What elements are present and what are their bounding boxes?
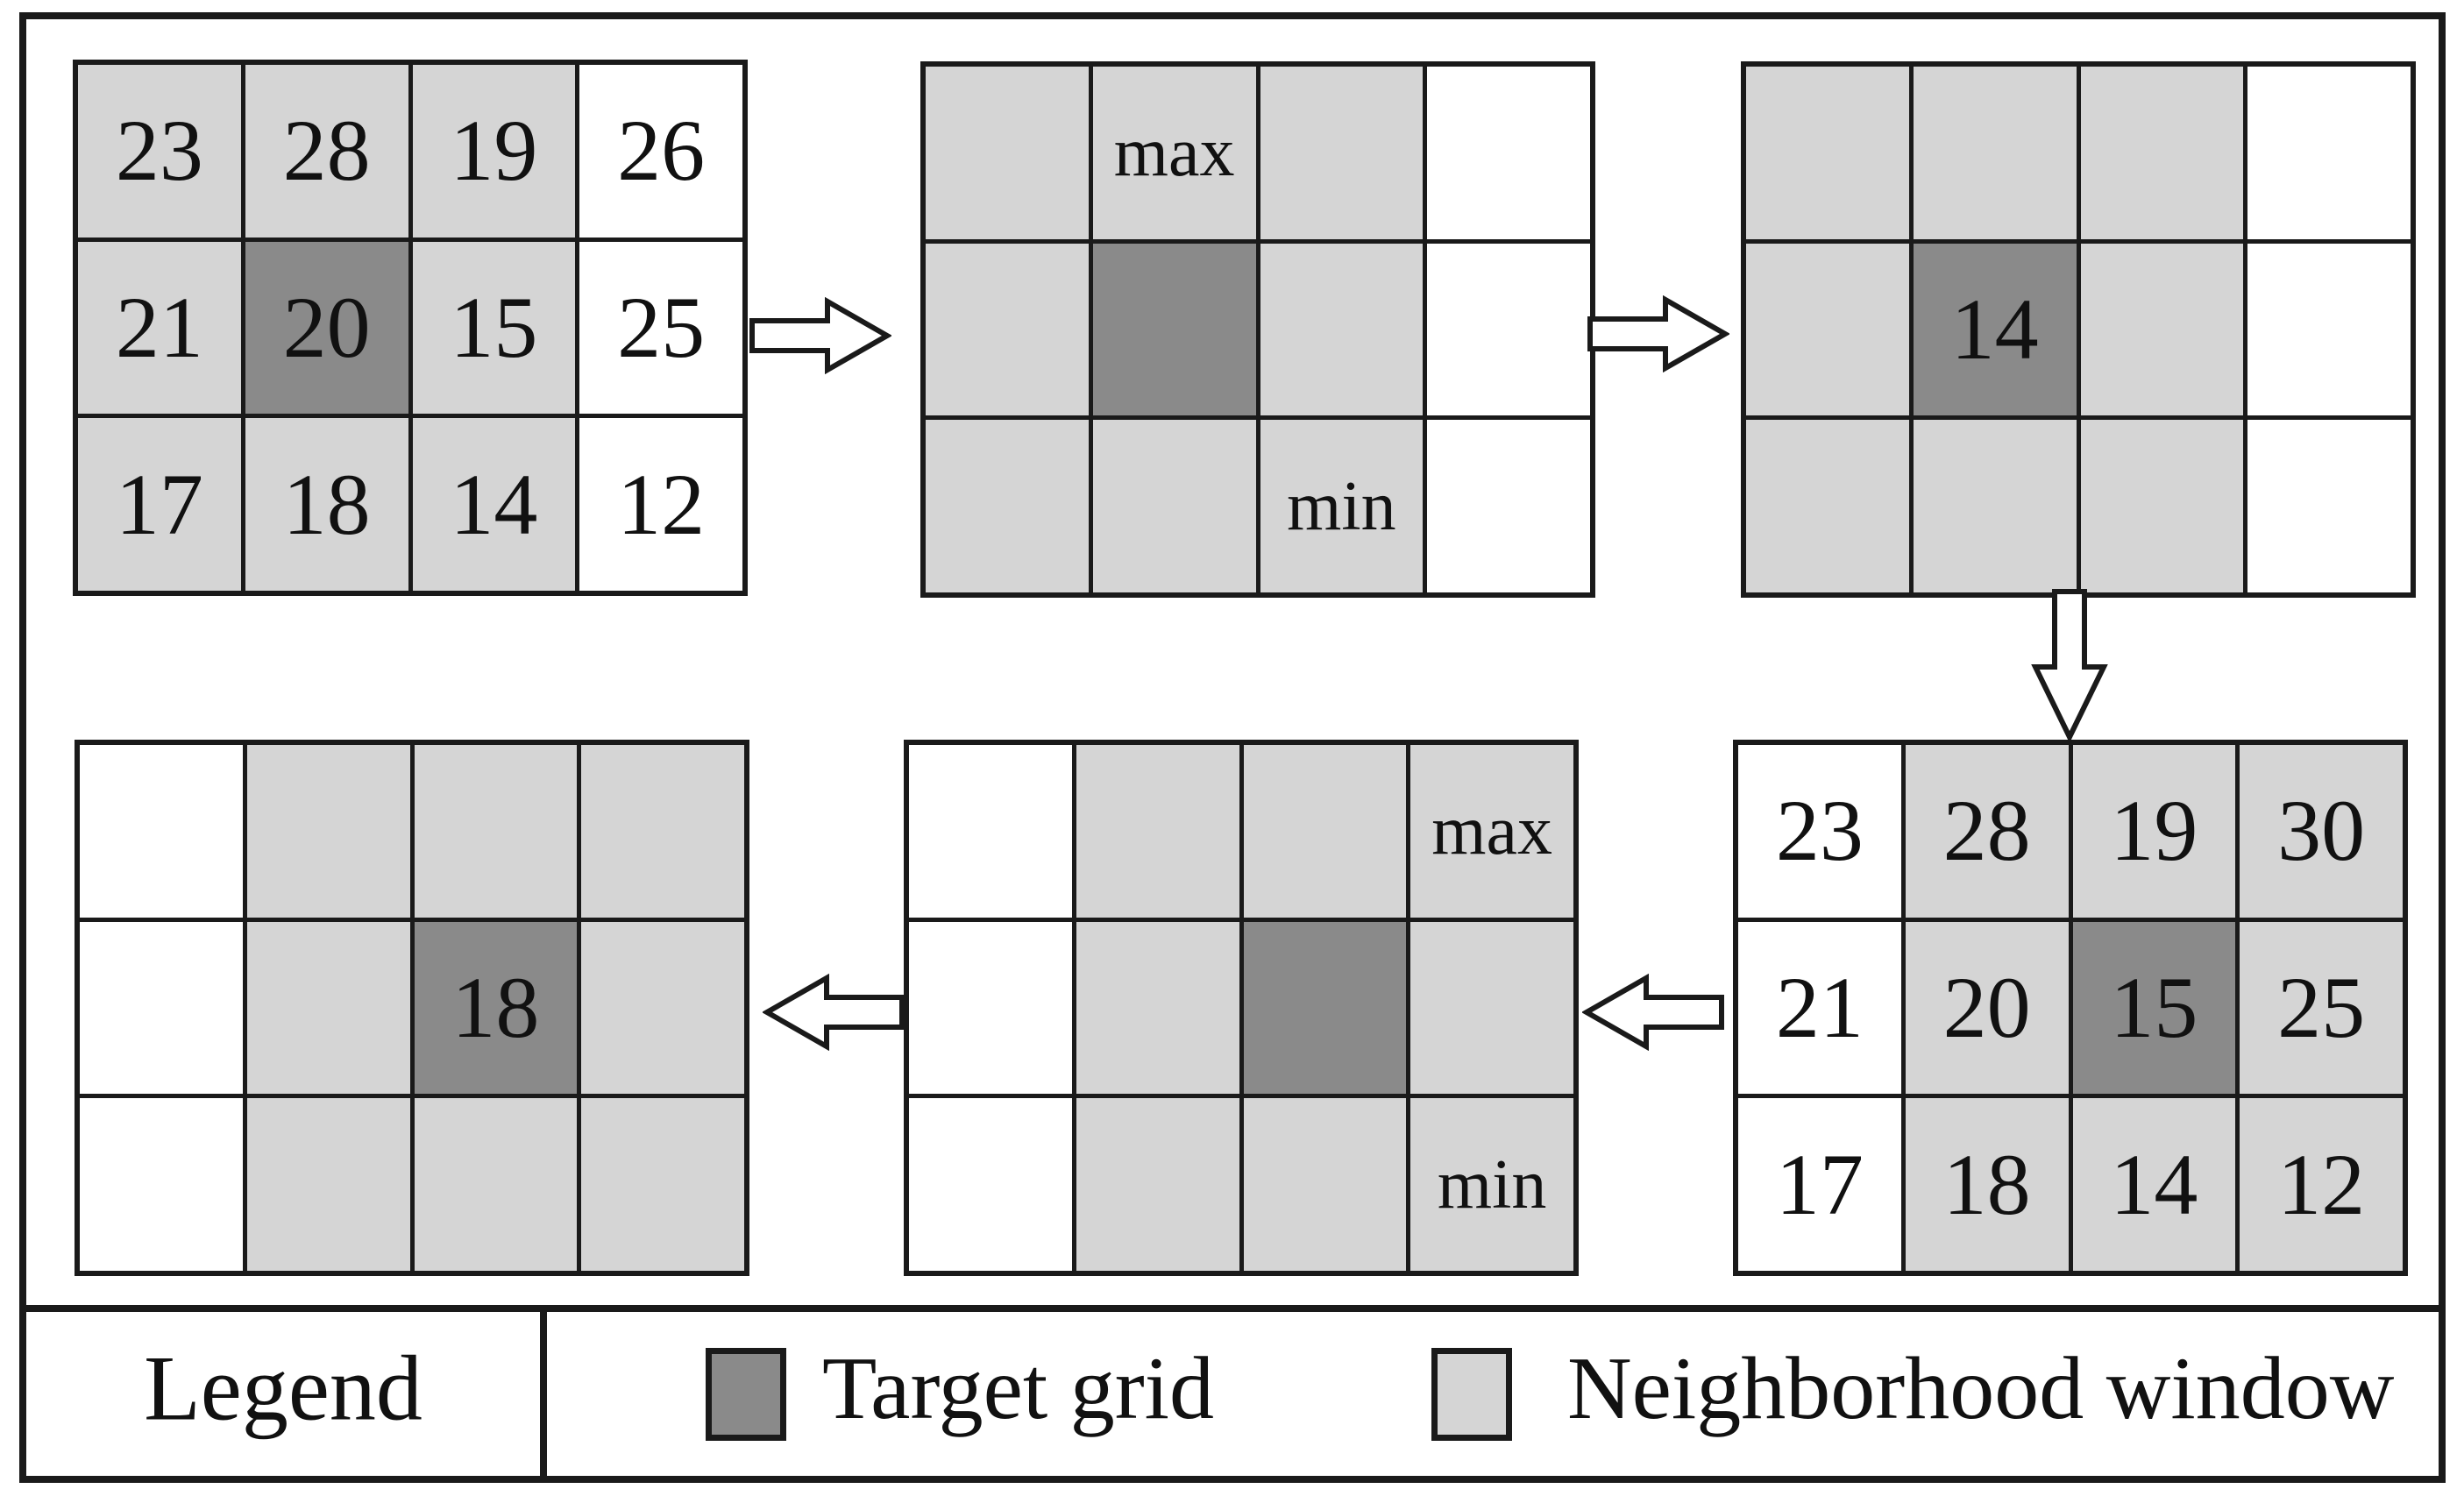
arrow-left-icon xyxy=(1582,974,1724,1051)
grid-cell: 17 xyxy=(1738,1098,1901,1271)
grid-cell xyxy=(909,745,1072,918)
grid-cell: 28 xyxy=(1905,745,2069,918)
arrow-right-icon xyxy=(1587,295,1729,372)
grid-cell: max xyxy=(1410,745,1573,918)
grid-cell xyxy=(926,67,1089,239)
arrow-right-icon xyxy=(749,297,891,374)
grid-cell: 23 xyxy=(1738,745,1901,918)
grid-cell: 21 xyxy=(1738,921,1901,1095)
grid-cell xyxy=(80,745,243,918)
grid-cell xyxy=(414,1098,578,1271)
grid-cell xyxy=(246,921,410,1095)
grid-cell xyxy=(1076,745,1239,918)
grid-cell: min xyxy=(1260,420,1424,592)
grid-cell: 25 xyxy=(2240,921,2403,1095)
neighborhood-window-swatch xyxy=(1431,1347,1512,1441)
grid-cell: 26 xyxy=(579,65,742,238)
arrow-left-icon xyxy=(763,974,905,1051)
grid-cell xyxy=(1092,243,1256,416)
grid-cell xyxy=(1260,243,1424,416)
legend-divider xyxy=(540,1312,547,1476)
grid-cell: 17 xyxy=(78,418,241,591)
grid-cell xyxy=(1260,67,1424,239)
grid-cell xyxy=(80,921,243,1095)
legend-label-neighborhood-window: Neighborhood window xyxy=(1567,1338,2395,1438)
grid-cell xyxy=(1913,67,2077,239)
grid-step-6-result: 18 xyxy=(75,740,749,1276)
grid-cell: 25 xyxy=(579,241,742,415)
grid-cell xyxy=(1746,243,1909,416)
grid-cell xyxy=(1243,745,1407,918)
grid-cell xyxy=(2247,243,2411,416)
grid-cell xyxy=(2080,420,2244,592)
grid-cell xyxy=(2080,243,2244,416)
grid-cell: 15 xyxy=(2072,921,2236,1095)
grid-cell xyxy=(2080,67,2244,239)
grid-cell xyxy=(581,921,744,1095)
grid-cell xyxy=(581,1098,744,1271)
grid-cell xyxy=(1076,1098,1239,1271)
grid-cell xyxy=(1410,921,1573,1095)
grid-cell xyxy=(246,745,410,918)
grid-cell: 28 xyxy=(245,65,408,238)
grid-cell xyxy=(2247,420,2411,592)
grid-step-3-result: 14 xyxy=(1741,61,2416,598)
grid-cell: 14 xyxy=(2072,1098,2236,1271)
grid-cell: 12 xyxy=(2240,1098,2403,1271)
grid-cell xyxy=(2247,67,2411,239)
grid-cell xyxy=(909,921,1072,1095)
grid-cell xyxy=(1092,420,1256,592)
grid-step-5-max-min: max min xyxy=(904,740,1579,1276)
grid-cell xyxy=(414,745,578,918)
grid-cell xyxy=(1746,420,1909,592)
grid-cell: 19 xyxy=(412,65,576,238)
grid-cell: 14 xyxy=(412,418,576,591)
grid-cell: 19 xyxy=(2072,745,2236,918)
grid-cell xyxy=(246,1098,410,1271)
grid-cell: 23 xyxy=(78,65,241,238)
legend-title: Legend xyxy=(144,1337,423,1440)
legend-label-target-grid: Target grid xyxy=(822,1338,1214,1438)
grid-step-2-max-min: max min xyxy=(920,61,1595,598)
grid-cell xyxy=(1913,420,2077,592)
grid-cell: min xyxy=(1410,1098,1573,1271)
grid-cell: 20 xyxy=(1905,921,2069,1095)
grid-cell: 12 xyxy=(579,418,742,591)
grid-cell xyxy=(1427,243,1590,416)
grid-cell: 15 xyxy=(412,241,576,415)
grid-cell: 21 xyxy=(78,241,241,415)
grid-cell xyxy=(909,1098,1072,1271)
grid-cell xyxy=(1746,67,1909,239)
grid-cell xyxy=(581,745,744,918)
grid-cell xyxy=(1427,420,1590,592)
grid-cell: 20 xyxy=(245,241,408,415)
grid-cell xyxy=(1427,67,1590,239)
target-grid-swatch xyxy=(706,1347,786,1441)
grid-cell xyxy=(1076,921,1239,1095)
grid-cell xyxy=(80,1098,243,1271)
arrow-down-icon xyxy=(2031,589,2108,741)
grid-cell: 30 xyxy=(2240,745,2403,918)
grid-cell xyxy=(926,243,1089,416)
grid-cell: 14 xyxy=(1913,243,2077,416)
grid-cell xyxy=(1243,921,1407,1095)
grid-cell: 18 xyxy=(1905,1098,2069,1271)
grid-cell xyxy=(926,420,1089,592)
legend-band: Legend Target grid Neighborhood window xyxy=(26,1305,2439,1476)
grid-cell: 18 xyxy=(245,418,408,591)
grid-cell: 18 xyxy=(414,921,578,1095)
grid-cell xyxy=(1243,1098,1407,1271)
grid-cell: max xyxy=(1092,67,1256,239)
